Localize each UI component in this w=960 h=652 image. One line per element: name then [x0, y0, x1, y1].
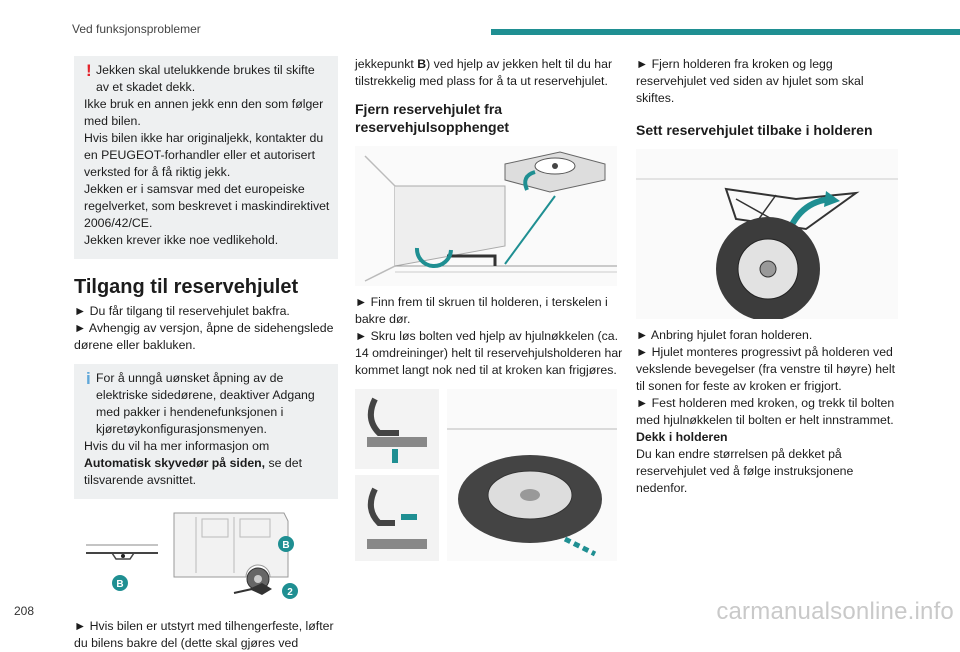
section-heading: Sett reservehjulet tilbake i holderen [636, 122, 873, 138]
rotate-arrow [414, 247, 453, 268]
watermark: carmanualsonline.info [716, 598, 954, 625]
column-2: jekkepunkt B) ved hjelp av jekken helt t… [355, 56, 623, 561]
spare-holder-figure [355, 146, 617, 286]
lift-arrow [523, 170, 536, 191]
jacking-point-figure: B B 2 [86, 512, 298, 599]
intro-text: ► Fjern holderen fra kroken og legg rese… [636, 57, 864, 105]
step-text: ► Hjulet monteres progressivt på holdere… [636, 345, 896, 393]
page-number: 208 [14, 604, 35, 618]
info-text: For å unngå uønsket åpning av de elektri… [96, 371, 315, 436]
label-b-left: B [116, 579, 123, 590]
callout-line [504, 195, 556, 265]
label-b-badge-right [278, 536, 294, 552]
info-icon: i [86, 369, 91, 388]
section-header: Ved funksjonsproblemer [72, 22, 201, 36]
label-2-badge [282, 583, 298, 599]
window [239, 518, 271, 538]
warning-box: ! Jekken skal utelukkende brukes til ski… [74, 56, 338, 259]
section-heading: Tilgang til reservehjulet [74, 276, 299, 298]
header-accent-bar [491, 29, 960, 35]
label-b-badge-left [112, 575, 128, 591]
label-b-right: B [282, 540, 289, 551]
jacking-point-ref: B [417, 57, 427, 71]
holder-bolt [552, 163, 558, 169]
hook-release-figure [355, 389, 617, 561]
warning-line: Jekken skal utelukkende brukes til skift… [96, 63, 315, 94]
step-text: ► Skru løs bolten ved hjelp av hjulnøkke… [355, 329, 623, 377]
step-text: ► Hvis bilen er utstyrt med tilhengerfes… [74, 619, 334, 650]
warning-line: Ikke bruk en annen jekk enn den som følg… [84, 97, 324, 128]
vehicle-body [173, 512, 289, 578]
sub-heading: Dekk i holderen [636, 430, 728, 444]
column-1: ! Jekken skal utelukkende brukes til ski… [74, 56, 338, 652]
rear-hub [254, 575, 262, 583]
step-text: ► Du får tilgang til reservehjulet bakfr… [74, 304, 290, 318]
sub-text: Du kan endre størrelsen på dekket på res… [636, 447, 854, 495]
section-heading: Fjern reservehjulet fra reservehjulsopph… [355, 101, 510, 135]
wheel-wrench [447, 254, 497, 266]
warning-icon: ! [86, 61, 92, 80]
continued-text: jekkepunkt B) ved hjelp av jekken helt t… [355, 57, 613, 88]
holder-bar-top [367, 437, 427, 447]
info-more-bold: Automatisk skyvedør på siden, [84, 456, 266, 470]
holder-cradle [724, 187, 860, 231]
step-text: ► Finn frem til skruen til holderen, i t… [355, 295, 608, 326]
step-text: ► Fest holderen med kroken, og trekk til… [636, 396, 895, 427]
info-box: i For å unngå uønsket åpning av de elekt… [74, 364, 338, 499]
warning-line: Jekken er i samsvar med det europeiske r… [84, 182, 330, 230]
step-text: ► Anbring hjulet foran holderen. [636, 328, 813, 342]
spare-hub [759, 260, 777, 278]
column-3: ► Fjern holderen fra kroken og legg rese… [636, 56, 898, 497]
hook-top [367, 397, 399, 436]
spare-hub [520, 489, 540, 501]
holder-bar-bottom [367, 539, 427, 549]
warning-line: Hvis bilen ikke har originaljekk, kontak… [84, 131, 324, 179]
refit-spare-figure [636, 149, 898, 319]
label-2: 2 [287, 587, 293, 598]
warning-line: Jekken krever ikke noe vedlikehold. [84, 233, 279, 247]
jacking-point-notch [111, 552, 135, 560]
lower-arrow [563, 536, 597, 557]
insert-arrowhead [824, 191, 840, 207]
jack-icon [249, 583, 272, 595]
jacking-point-dot [121, 554, 125, 558]
step-text: ► Avhengig av versjon, åpne de sidehengs… [74, 321, 334, 352]
jack-handle [233, 588, 253, 594]
window [201, 518, 229, 538]
hook-bottom [367, 487, 395, 526]
